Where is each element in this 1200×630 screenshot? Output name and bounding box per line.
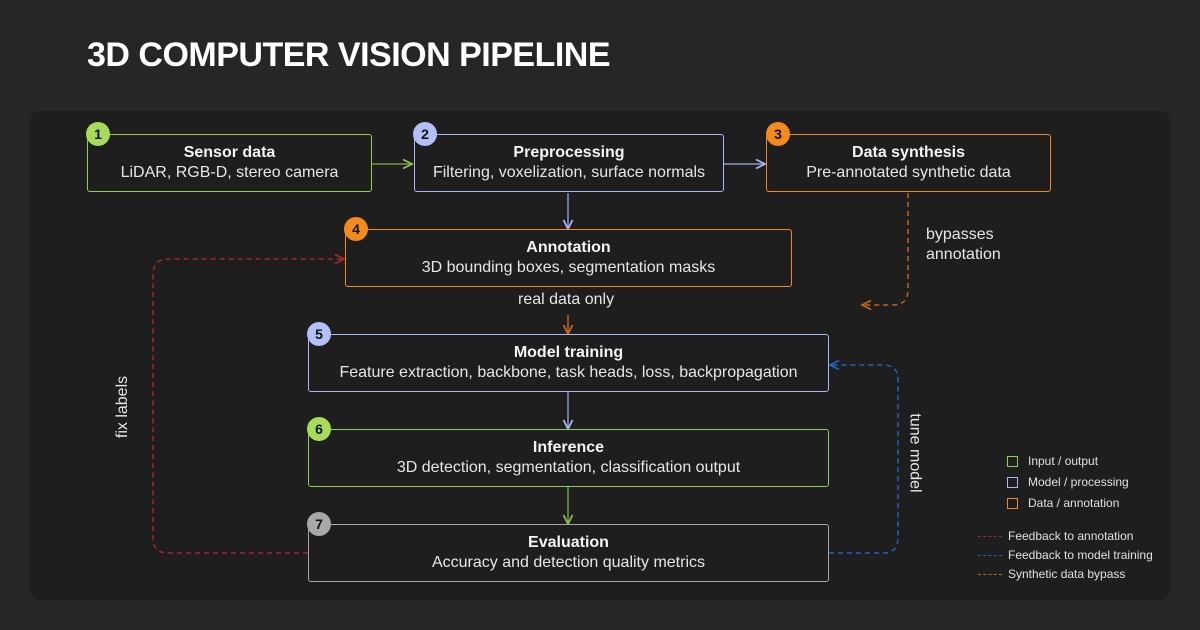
- step-badge-5: 5: [307, 322, 331, 346]
- node-model-training[interactable]: Model training Feature extraction, backb…: [308, 334, 829, 392]
- node-subtitle: Pre-annotated synthetic data: [806, 164, 1011, 181]
- node-preprocessing[interactable]: Preprocessing Filtering, voxelization, s…: [414, 134, 724, 192]
- node-title: Preprocessing: [513, 144, 625, 161]
- legend-label: Data / annotation: [1028, 496, 1120, 510]
- step-badge-7: 7: [307, 512, 331, 536]
- legend-swatch: [1007, 455, 1018, 467]
- label-tune-model: tune model: [906, 413, 924, 493]
- node-data-synthesis[interactable]: Data synthesis Pre-annotated synthetic d…: [766, 134, 1051, 192]
- legend-swatch: [1007, 497, 1018, 509]
- legend-label: Input / output: [1028, 454, 1099, 468]
- step-badge-4: 4: [344, 217, 368, 241]
- step-badge-3: 3: [766, 122, 790, 146]
- node-title: Evaluation: [528, 534, 609, 551]
- edge-synthetic-bypass: [862, 193, 909, 305]
- edge-tune-model: [829, 365, 899, 554]
- legend-model-processing: Model / processing: [1007, 475, 1129, 489]
- label-fix-labels: fix labels: [114, 375, 132, 439]
- legend-line: [978, 554, 1002, 556]
- step-badge-1: 1: [86, 122, 110, 146]
- label-annotation: annotation: [926, 246, 1001, 263]
- legend-data-annotation: Data / annotation: [1007, 496, 1119, 510]
- node-inference[interactable]: Inference 3D detection, segmentation, cl…: [308, 429, 829, 487]
- node-evaluation[interactable]: Evaluation Accuracy and detection qualit…: [308, 524, 829, 582]
- legend-swatch: [1007, 476, 1018, 488]
- step-badge-6: 6: [307, 417, 331, 441]
- node-title: Model training: [513, 344, 624, 361]
- node-subtitle: 3D detection, segmentation, classificati…: [396, 459, 741, 476]
- legend-label: Feedback to annotation: [1008, 529, 1134, 543]
- legend-synthetic-bypass: Synthetic data bypass: [978, 567, 1125, 581]
- node-subtitle: Accuracy and detection quality metrics: [431, 554, 705, 571]
- legend-feedback-annotation: Feedback to annotation: [978, 529, 1133, 543]
- node-title: Data synthesis: [852, 144, 965, 161]
- legend-label: Model / processing: [1028, 475, 1129, 489]
- label-real-data-only: real data only: [518, 291, 615, 308]
- legend-feedback-model: Feedback to model training: [978, 548, 1153, 562]
- node-annotation[interactable]: Annotation 3D bounding boxes, segmentati…: [345, 229, 792, 287]
- legend-label: Synthetic data bypass: [1008, 567, 1126, 581]
- node-subtitle: Filtering, voxelization, surface normals: [432, 164, 706, 181]
- legend-label: Feedback to model training: [1008, 548, 1153, 562]
- node-title: Sensor data: [183, 144, 276, 161]
- legend-line: [978, 573, 1002, 575]
- node-title: Annotation: [526, 239, 611, 256]
- label-bypasses: bypasses: [926, 226, 994, 243]
- node-subtitle: Feature extraction, backbone, task heads…: [339, 364, 798, 381]
- edge-fix-labels: [152, 259, 344, 554]
- node-subtitle: LiDAR, RGB-D, stereo camera: [120, 164, 339, 181]
- legend-input-output: Input / output: [1007, 454, 1098, 468]
- page-title: 3D COMPUTER VISION PIPELINE: [87, 36, 611, 74]
- legend-line: [978, 535, 1002, 537]
- step-badge-2: 2: [413, 122, 437, 146]
- node-title: Inference: [532, 439, 605, 456]
- node-sensor-data[interactable]: Sensor data LiDAR, RGB-D, stereo camera: [87, 134, 372, 192]
- node-subtitle: 3D bounding boxes, segmentation masks: [421, 259, 716, 276]
